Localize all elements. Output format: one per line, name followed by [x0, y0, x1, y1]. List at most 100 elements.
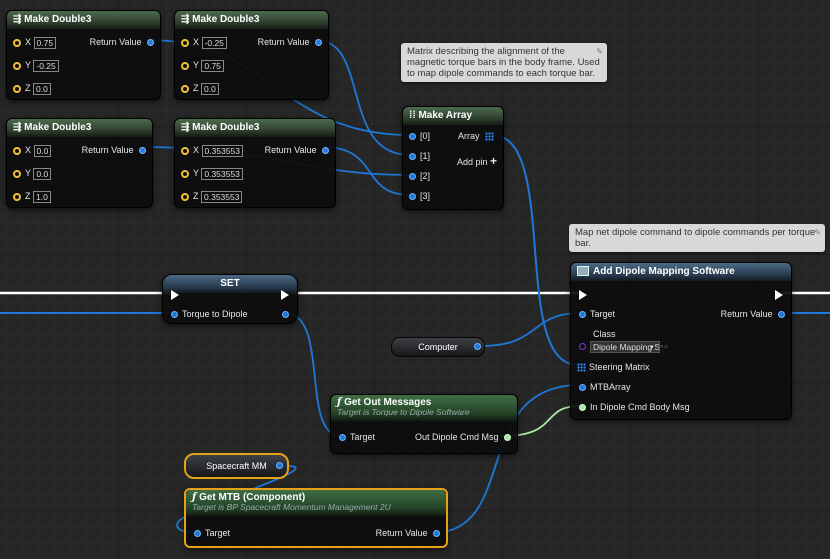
output-pin-icon[interactable]	[778, 311, 785, 319]
pin-in-3[interactable]: [3]	[409, 189, 430, 203]
vector-pin-icon[interactable]	[13, 38, 21, 47]
comment-bubble-icon[interactable]: ✎	[814, 228, 821, 237]
node-header[interactable]: ⇶ Make Double3	[175, 11, 328, 29]
output-pin-icon[interactable]	[276, 462, 283, 469]
output-pin-icon[interactable]	[322, 147, 329, 155]
comment-map-dipole[interactable]: Map net dipole command to dipole command…	[569, 224, 825, 252]
pin-x[interactable]: X 0.0	[13, 143, 52, 157]
pin-target[interactable]: Target	[339, 430, 375, 444]
y-input[interactable]: -0.25	[33, 59, 59, 72]
output-pin-icon[interactable]	[474, 343, 481, 350]
pin-in-2[interactable]: [2]	[409, 169, 430, 183]
y-input[interactable]: 0.353553	[201, 167, 243, 180]
spacecraft-mm-variable[interactable]: Spacecraft MM	[184, 453, 289, 479]
vector-pin-icon[interactable]	[181, 84, 189, 93]
get-mtb-component-node[interactable]: ƒ Get MTB (Component) Target is BP Space…	[184, 488, 448, 548]
node-header[interactable]: ⇶ Make Double3	[7, 119, 152, 137]
make-array-node[interactable]: ⁞⁞ Make Array [0] [1] [2] [3] Array Add …	[402, 106, 504, 210]
input-pin-icon[interactable]	[579, 384, 586, 392]
class-select[interactable]: Dipole Mapping S	[590, 340, 660, 353]
node-header[interactable]: ⇶ Make Double3	[7, 11, 160, 29]
make-double3-node-3[interactable]: ⇶ Make Double3 X 0.0 Y 0.0 Z 1.0 Return …	[6, 118, 153, 208]
exec-in-pin[interactable]	[171, 287, 179, 301]
y-input[interactable]: 0.0	[33, 167, 52, 180]
vector-pin-icon[interactable]	[181, 146, 189, 155]
make-double3-node-1[interactable]: ⇶ Make Double3 X 0.75 Y -0.25 Z 0.0 Retu…	[6, 10, 161, 100]
struct-pin-icon[interactable]	[579, 404, 586, 412]
plus-icon[interactable]: +	[489, 154, 497, 168]
search-icon[interactable]: ⌕	[663, 341, 669, 351]
vector-pin-icon[interactable]	[13, 169, 21, 178]
output-pin-icon[interactable]	[139, 147, 146, 155]
input-pin-icon[interactable]	[339, 434, 346, 442]
vector-pin-icon[interactable]	[181, 169, 189, 178]
pin-in-dipole-msg[interactable]: In Dipole Cmd Body Msg	[579, 400, 690, 414]
array-pin-icon[interactable]	[577, 363, 586, 373]
node-header[interactable]: ƒ Get Out Messages Target is Torque to D…	[331, 395, 517, 421]
node-header[interactable]: ⁞⁞ Make Array	[403, 107, 503, 125]
node-header[interactable]: ⇶ Make Double3	[175, 119, 335, 137]
pin-z[interactable]: Z 1.0	[13, 189, 51, 203]
input-pin-icon[interactable]	[579, 311, 586, 319]
x-input[interactable]: -0.25	[201, 36, 227, 49]
output-pin-icon[interactable]	[315, 39, 322, 47]
x-input[interactable]: 0.353553	[201, 144, 243, 157]
pin-x[interactable]: X 0.353553	[181, 143, 243, 157]
arrow-left-icon[interactable]: ⇦	[656, 341, 664, 351]
output-pin-icon[interactable]	[147, 39, 154, 47]
x-input[interactable]: 0.75	[33, 36, 57, 49]
pin-mtb-array[interactable]: MTBArray	[579, 380, 631, 394]
pin-array-out[interactable]: Array	[458, 129, 497, 143]
exec-arrow-icon[interactable]	[775, 289, 783, 300]
pin-z[interactable]: Z 0.0	[13, 81, 51, 95]
exec-arrow-icon[interactable]	[579, 289, 587, 300]
computer-variable[interactable]: Computer	[391, 337, 485, 357]
pin-return[interactable]: Return Value	[258, 35, 322, 49]
z-input[interactable]: 0.0	[201, 82, 219, 95]
exec-arrow-icon[interactable]	[171, 289, 179, 300]
z-input[interactable]: 0.353553	[201, 190, 243, 203]
pin-z[interactable]: Z 0.353553	[181, 189, 243, 203]
pin-x[interactable]: X -0.25	[181, 35, 227, 49]
vector-pin-icon[interactable]	[13, 192, 21, 201]
vector-pin-icon[interactable]	[13, 84, 21, 93]
pin-y[interactable]: Y 0.353553	[181, 166, 243, 180]
pin-torque-to-dipole[interactable]: Torque to Dipole	[171, 307, 248, 321]
comment-bubble-icon[interactable]: ✎	[596, 47, 603, 56]
set-node[interactable]: SET Torque to Dipole	[162, 274, 298, 324]
get-out-messages-node[interactable]: ƒ Get Out Messages Target is Torque to D…	[330, 394, 518, 454]
comment-matrix[interactable]: Matrix describing the alignment of the m…	[401, 43, 607, 82]
input-pin-icon[interactable]	[409, 153, 416, 161]
pin-out-dipole-msg[interactable]: Out Dipole Cmd Msg	[415, 430, 511, 444]
exec-arrow-icon[interactable]	[281, 289, 289, 300]
pin-return[interactable]: Return Value	[376, 526, 440, 540]
pin-in-1[interactable]: [1]	[409, 149, 430, 163]
node-header[interactable]: SET	[163, 275, 297, 293]
make-double3-node-4[interactable]: ⇶ Make Double3 X 0.353553 Y 0.353553 Z 0…	[174, 118, 336, 208]
x-input[interactable]: 0.0	[33, 144, 52, 157]
input-pin-icon[interactable]	[409, 173, 416, 181]
pin-return[interactable]: Return Value	[721, 307, 785, 321]
input-pin-icon[interactable]	[194, 530, 201, 538]
node-header[interactable]: Add Dipole Mapping Software	[571, 263, 791, 281]
pin-in-0[interactable]: [0]	[409, 129, 430, 143]
output-pin-icon[interactable]	[282, 311, 289, 319]
pin-steering-matrix[interactable]: Steering Matrix	[577, 360, 650, 374]
pin-x[interactable]: X 0.75	[13, 35, 57, 49]
vector-pin-icon[interactable]	[13, 61, 21, 70]
vector-pin-icon[interactable]	[181, 38, 189, 47]
pin-return[interactable]: Return Value	[82, 143, 146, 157]
pin-return[interactable]: Return Value	[90, 35, 154, 49]
output-pin-icon[interactable]	[433, 530, 440, 538]
z-input[interactable]: 1.0	[33, 190, 51, 203]
class-pin-icon[interactable]	[579, 343, 586, 351]
array-pin-icon[interactable]	[485, 132, 494, 142]
add-dipole-mapping-node[interactable]: Add Dipole Mapping Software Target Retur…	[570, 262, 792, 420]
exec-out-pin[interactable]	[775, 287, 783, 301]
pin-target[interactable]: Target	[579, 307, 615, 321]
z-input[interactable]: 0.0	[33, 82, 51, 95]
struct-pin-icon[interactable]	[504, 434, 511, 442]
add-pin-button[interactable]: Add pin +	[456, 154, 497, 168]
input-pin-icon[interactable]	[409, 133, 416, 141]
exec-in-pin[interactable]	[579, 287, 587, 301]
